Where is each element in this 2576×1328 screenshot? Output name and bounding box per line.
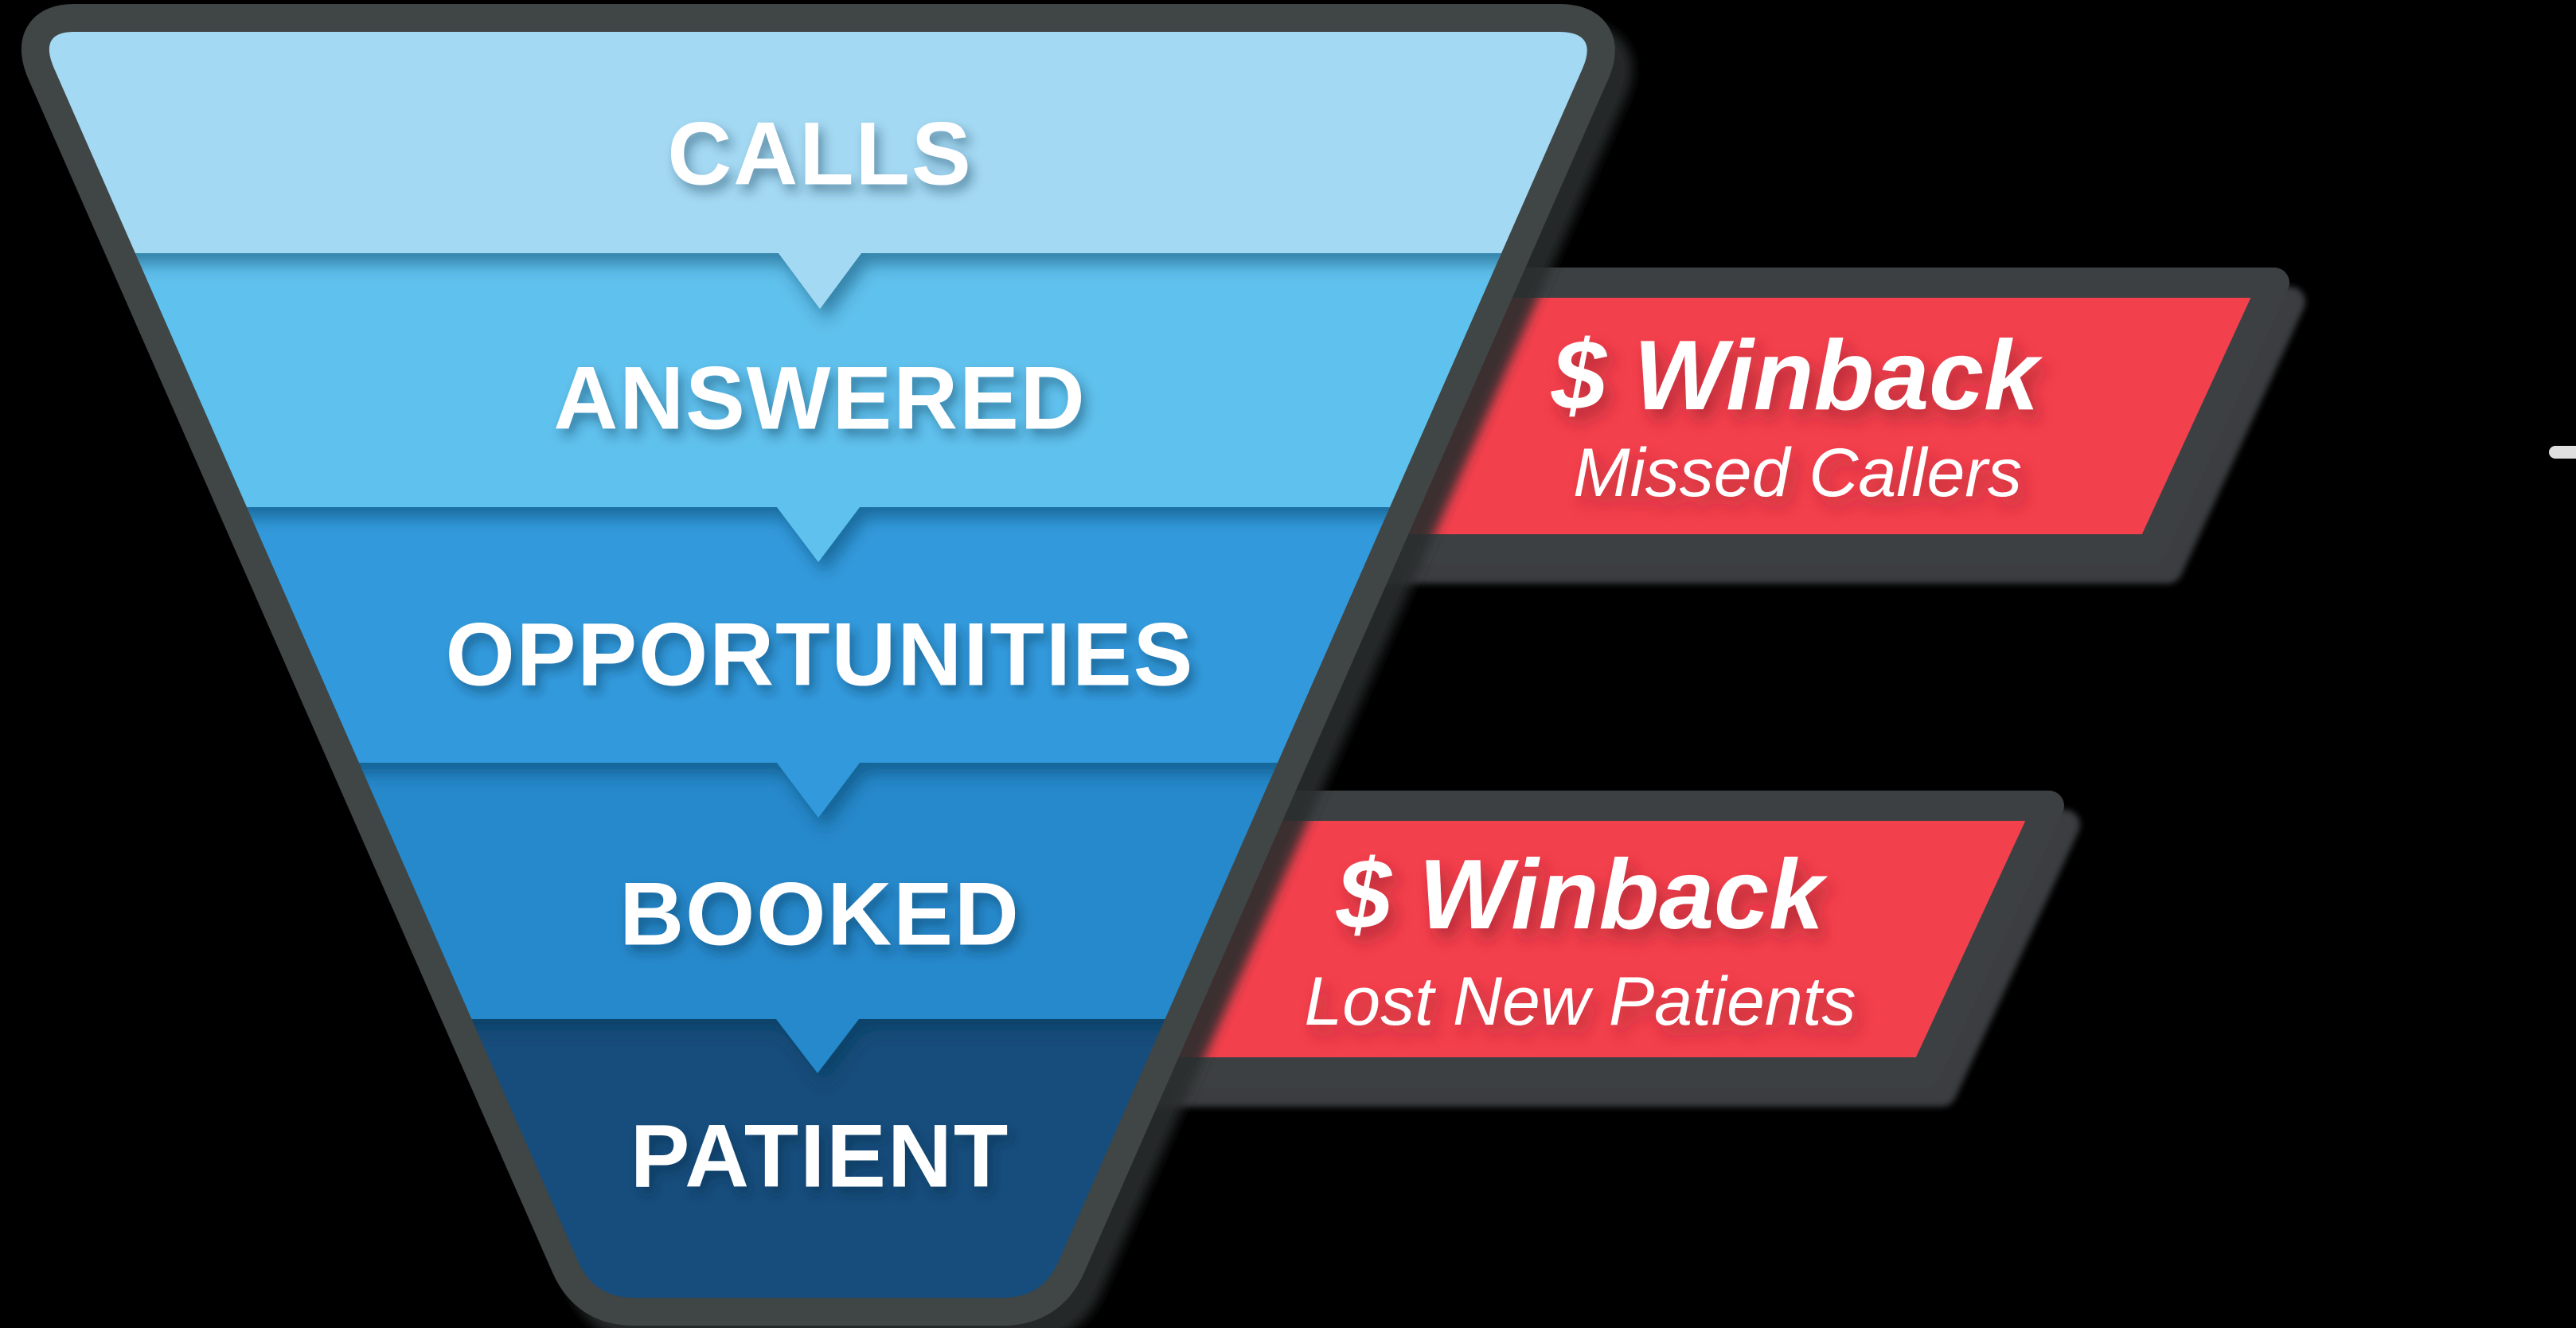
funnel-stage-calls-shape xyxy=(49,32,1587,309)
callout-missed-callers-title: $ Winback xyxy=(1551,321,2043,431)
funnel-stage-booked-shape xyxy=(287,763,1337,1073)
callout-lost-new-patients-title: $ Winback xyxy=(1336,840,1829,950)
funnel-stage-patient-shape xyxy=(382,1019,1242,1298)
edge-dash xyxy=(2549,446,2576,459)
funnel-stage-label-booked: BOOKED xyxy=(619,865,1021,964)
funnel-stage-opportunities-shape xyxy=(183,507,1441,818)
funnel-labels: CALLS ANSWERED OPPORTUNITIES BOOKED PATI… xyxy=(446,104,1195,1206)
callout-lost-new-patients-text: $ Winback Lost New Patients xyxy=(1304,840,1856,1040)
funnel-stage-label-answered: ANSWERED xyxy=(553,349,1086,448)
callout-lost-new-patients-subtitle: Lost New Patients xyxy=(1304,963,1856,1040)
funnel-stage-label-calls: CALLS xyxy=(667,104,972,204)
callout-missed-callers-subtitle: Missed Callers xyxy=(1573,435,2022,511)
funnel-stage-label-opportunities: OPPORTUNITIES xyxy=(446,605,1195,705)
funnel-stage-label-patient: PATIENT xyxy=(630,1107,1010,1206)
funnel-stage-answered-shape xyxy=(80,253,1560,562)
funnel xyxy=(21,4,1615,1326)
callout-missed-callers-text: $ Winback Missed Callers xyxy=(1551,321,2043,511)
